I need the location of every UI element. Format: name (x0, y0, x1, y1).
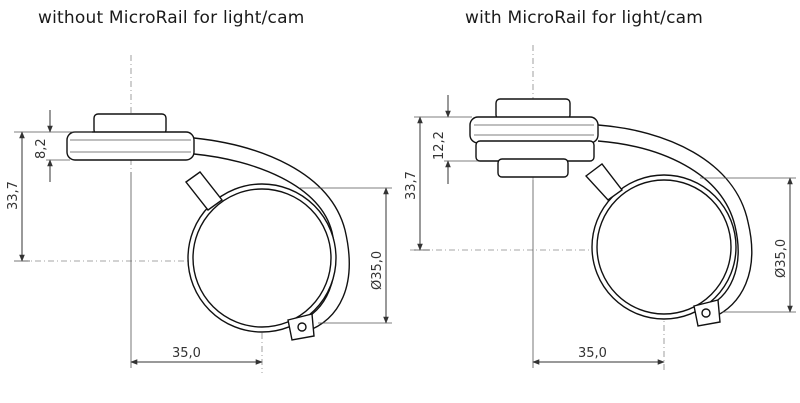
right-clamp-band (584, 124, 753, 327)
left-diagram: 8,2 33,7 Ø35,0 35,0 (6, 55, 392, 373)
right-computer-mount (469, 98, 599, 178)
title-with-microrail: with MicroRail for light/cam (465, 8, 704, 28)
left-dim-35-0-label: 35,0 (172, 346, 201, 361)
left-dim-horizontal-offset: 35,0 (130, 172, 263, 368)
left-computer-mount (66, 113, 195, 161)
left-dim-total-height: 33,7 (6, 131, 46, 262)
right-dim-35-0-label: 35,0 (578, 346, 607, 361)
left-dim-clamp-diameter: Ø35,0 (300, 187, 392, 324)
title-without-microrail: without MicroRail for light/cam (38, 8, 305, 28)
right-dim-mount-height: 12,2 (432, 95, 478, 184)
left-dim-mount-height: 8,2 (34, 110, 92, 182)
right-dim-total-height: 33,7 (404, 116, 444, 251)
left-dim-33-7-label: 33,7 (6, 181, 21, 210)
right-dim-diameter-label: Ø35,0 (774, 239, 789, 278)
right-dim-12-2-label: 12,2 (432, 131, 447, 160)
left-clamp-band (184, 137, 350, 341)
left-dim-diameter-label: Ø35,0 (370, 251, 385, 290)
right-diagram: 12,2 33,7 Ø35,0 35,0 (404, 45, 796, 373)
right-dim-horizontal-offset: 35,0 (532, 180, 665, 368)
left-dim-8-2-label: 8,2 (34, 138, 49, 159)
right-dim-clamp-diameter: Ø35,0 (700, 177, 796, 313)
right-dim-33-7-label: 33,7 (404, 171, 419, 200)
